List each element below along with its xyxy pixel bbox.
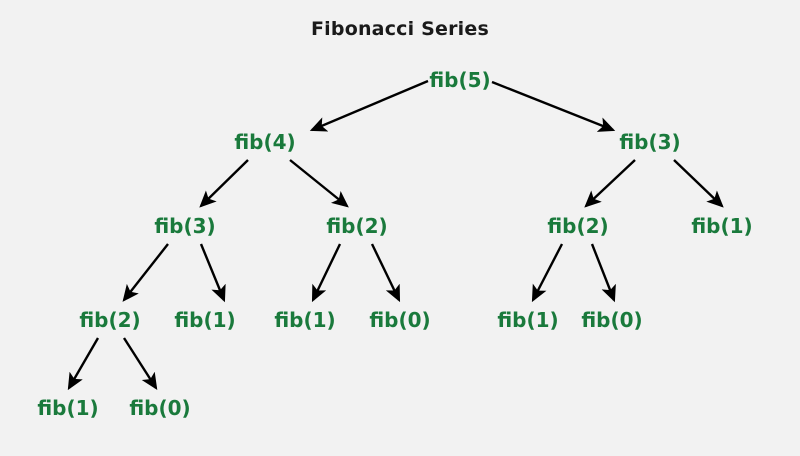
tree-edge [584, 159, 636, 208]
tree-edge [370, 243, 401, 303]
tree-edge [309, 79, 429, 132]
tree-node: fib(4) [234, 130, 296, 154]
tree-node: fib(2) [326, 214, 388, 238]
tree-node: fib(3) [619, 130, 681, 154]
tree-node: fib(2) [547, 214, 609, 238]
tree-edge [491, 80, 616, 132]
tree-node: fib(0) [369, 308, 431, 332]
tree-node: fib(1) [274, 308, 336, 332]
tree-node: fib(1) [691, 214, 753, 238]
tree-edge [590, 243, 616, 303]
tree-edge [199, 243, 226, 303]
tree-node: fib(1) [37, 396, 99, 420]
tree-edge [289, 159, 349, 208]
tree-node: fib(0) [129, 396, 191, 420]
tree-edge [673, 159, 724, 208]
edge-group [67, 79, 724, 391]
tree-edge [531, 243, 564, 303]
tree-node: fib(2) [79, 308, 141, 332]
tree-edge [122, 243, 169, 302]
tree-edge [199, 159, 249, 208]
tree-node: fib(3) [154, 214, 216, 238]
tree-node: fib(1) [497, 308, 559, 332]
tree-edge [122, 337, 158, 391]
tree-edge [67, 337, 100, 391]
tree-node: fib(1) [174, 308, 236, 332]
tree-edge [311, 243, 342, 303]
tree-node: fib(0) [581, 308, 643, 332]
tree-node: fib(5) [429, 68, 491, 92]
page-title: Fibonacci Series [311, 18, 489, 40]
